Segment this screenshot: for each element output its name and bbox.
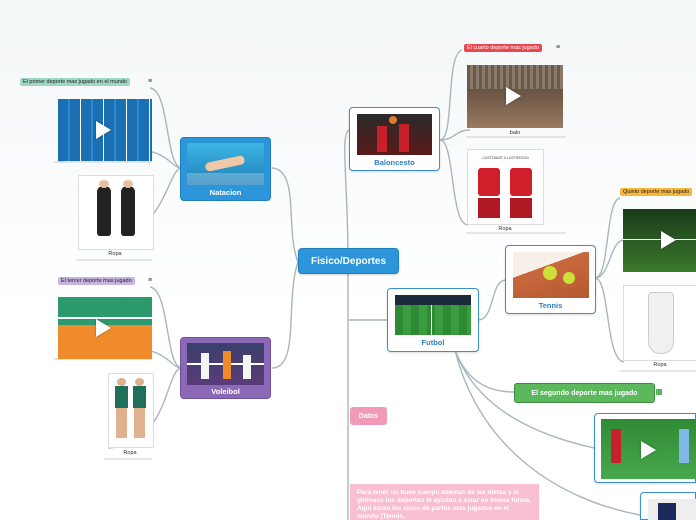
futbol-video-card[interactable]: [594, 413, 696, 483]
topic-natacion[interactable]: Natacion: [180, 137, 271, 201]
menu-icon[interactable]: ≡: [556, 44, 561, 51]
menu-icon[interactable]: ≡: [148, 277, 153, 284]
illustration-caption: CUSTOMIZE ILLUSTRATION: [482, 156, 529, 160]
menu-icon[interactable]: ≡: [148, 78, 153, 85]
topic-futbol-label: Futbol: [421, 338, 445, 347]
topic-voleibol[interactable]: Voleibol: [180, 337, 271, 399]
futbol-ropa-image: [648, 499, 696, 520]
swimmer-image: [187, 143, 264, 185]
voleibol-ropa-image: [108, 373, 154, 448]
baloncesto-video[interactable]: [467, 65, 563, 128]
baloncesto-ropa-image: CUSTOMIZE ILLUSTRATION: [467, 149, 544, 225]
baloncesto-image: [357, 114, 432, 155]
futbol-video[interactable]: [601, 419, 696, 479]
play-icon[interactable]: [506, 87, 521, 105]
natacion-ropa-image: [78, 175, 154, 250]
description-note[interactable]: Para tener un buen cuerpo ademas de las …: [350, 484, 539, 520]
play-icon[interactable]: [96, 319, 111, 337]
tennis-rank-tag[interactable]: Quinto deporte mas jugado: [620, 188, 693, 196]
futbol-image: [395, 295, 471, 335]
note-icon[interactable]: [656, 389, 662, 395]
play-icon[interactable]: [661, 231, 676, 249]
topic-futbol[interactable]: Futbol: [387, 288, 479, 352]
futbol-ropa-card[interactable]: [640, 492, 696, 520]
voleibol-video[interactable]: [58, 297, 152, 359]
datos-topic[interactable]: Datos: [350, 407, 387, 425]
topic-tennis[interactable]: Tennis: [505, 245, 596, 314]
tennis-ropa-label: Ropa: [653, 362, 667, 368]
natacion-video[interactable]: [58, 99, 152, 161]
play-icon[interactable]: [96, 121, 111, 139]
central-topic[interactable]: Fisico/Deportes: [298, 248, 399, 274]
topic-baloncesto-label: Baloncesto: [374, 158, 415, 167]
voleibol-image: [187, 343, 264, 385]
voleibol-rank-tag[interactable]: El tercer deporte mas jugado: [58, 277, 135, 285]
topic-baloncesto[interactable]: Baloncesto: [349, 107, 440, 171]
topic-tennis-label: Tennis: [538, 301, 563, 310]
tennis-image: [513, 252, 589, 298]
baloncesto-ropa-label: Ropa: [498, 226, 512, 232]
natacion-rank-tag[interactable]: El primer deporte mas jugado en el mundo: [20, 78, 130, 86]
topic-voleibol-label: Voleibol: [211, 387, 240, 396]
play-icon[interactable]: [641, 441, 656, 459]
natacion-ropa-label: Ropa: [108, 251, 122, 257]
voleibol-ropa-label: Ropa: [123, 450, 137, 456]
futbol-rank-box[interactable]: El segundo deporte mas jugado: [514, 383, 655, 403]
topic-natacion-label: Natacion: [209, 188, 242, 197]
tennis-video[interactable]: [623, 209, 696, 272]
baloncesto-video-label: balo: [509, 130, 521, 136]
tennis-ropa-image: [623, 285, 696, 361]
baloncesto-rank-tag[interactable]: El cuarto deporte mas jugado: [464, 44, 542, 52]
